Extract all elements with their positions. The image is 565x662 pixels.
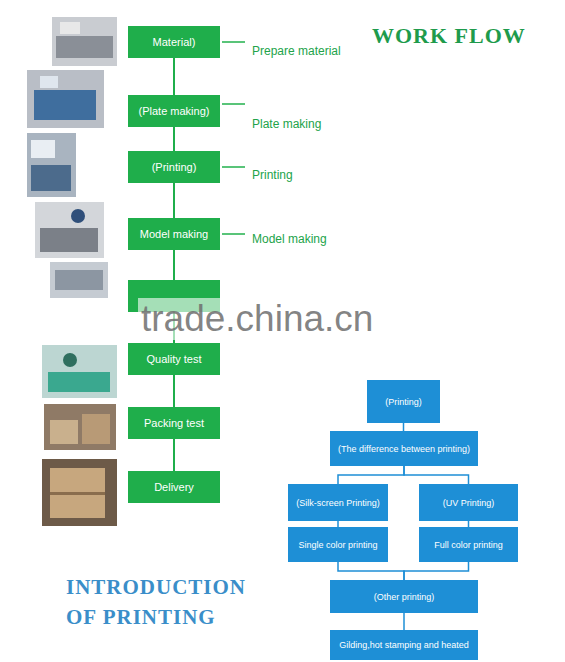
info-box: (UV Printing) xyxy=(419,484,518,521)
photo xyxy=(27,133,76,197)
info-box: Full color printing xyxy=(419,527,518,562)
cargo xyxy=(50,468,105,518)
box-text: (Other printing) xyxy=(374,592,435,602)
box-text: (Plate making) xyxy=(139,105,210,117)
connector xyxy=(173,250,175,280)
photo xyxy=(42,459,117,526)
connector xyxy=(403,613,405,630)
process-box: Material) xyxy=(128,26,220,58)
photo xyxy=(27,70,104,128)
box-text: Delivery xyxy=(154,481,194,493)
connector xyxy=(403,423,405,431)
connector xyxy=(338,466,404,484)
photo xyxy=(27,133,76,197)
info-box: Gilding,hot stamping and heated xyxy=(330,630,478,660)
photo xyxy=(42,345,117,398)
worker xyxy=(63,353,77,367)
leader-line xyxy=(222,41,245,43)
connector xyxy=(173,183,175,218)
photo xyxy=(42,459,117,526)
box-text: Packing test xyxy=(144,417,204,429)
carton xyxy=(50,420,78,444)
photo xyxy=(35,202,104,258)
table xyxy=(48,372,110,392)
connector xyxy=(338,562,404,580)
photo xyxy=(50,262,108,298)
process-box: Packing test xyxy=(128,407,220,439)
screen xyxy=(31,140,55,158)
machine xyxy=(56,36,113,58)
info-box: (Silk-screen Printing) xyxy=(288,484,388,521)
photo xyxy=(44,404,116,450)
machine xyxy=(40,228,98,252)
connector xyxy=(404,562,469,580)
connector xyxy=(173,375,175,407)
photo xyxy=(52,17,117,66)
step-label: Printing xyxy=(252,168,293,182)
machine xyxy=(55,270,103,290)
box-text: (Silk-screen Printing) xyxy=(296,498,380,508)
info-box: (Other printing) xyxy=(330,580,478,613)
box-text: Gilding,hot stamping and heated xyxy=(339,640,469,650)
screen xyxy=(40,76,58,88)
process-box: Delivery xyxy=(128,471,220,503)
box-text: Quality test xyxy=(146,353,201,365)
process-box: (Printing) xyxy=(128,151,220,183)
photo xyxy=(35,202,104,258)
box-text: (The difference between printing) xyxy=(338,444,470,454)
step-label: Prepare material xyxy=(252,44,341,58)
photo xyxy=(44,404,116,450)
box-text: (UV Printing) xyxy=(443,498,495,508)
watermark: trade.china.cn xyxy=(138,298,376,340)
worker xyxy=(71,209,85,223)
photo xyxy=(27,70,104,128)
process-box: Model making xyxy=(128,218,220,250)
box-text: Single color printing xyxy=(298,540,377,550)
connector xyxy=(404,466,469,484)
cargo xyxy=(50,492,105,495)
box-text: (Printing) xyxy=(385,397,422,407)
info-box: (Printing) xyxy=(367,380,440,423)
process-box: Quality test xyxy=(128,343,220,375)
box-text: (Printing) xyxy=(152,161,197,173)
connector xyxy=(173,58,175,95)
section-heading: INTRODUCTION OF PRINTING xyxy=(66,572,271,632)
leader-line xyxy=(222,42,245,234)
info-box: (The difference between printing) xyxy=(330,431,478,466)
step-label: Plate making xyxy=(252,117,321,131)
leader-line xyxy=(222,103,245,105)
connector xyxy=(173,127,175,151)
carton xyxy=(82,414,110,444)
machine xyxy=(31,165,71,191)
box-text: Model making xyxy=(140,228,208,240)
photo xyxy=(52,17,117,66)
connector xyxy=(173,439,175,471)
photo xyxy=(42,345,117,398)
box-text: Full color printing xyxy=(434,540,503,550)
leader-line xyxy=(222,166,245,168)
machine xyxy=(34,90,96,120)
title: WORK FLOW xyxy=(372,23,526,49)
process-box: (Plate making) xyxy=(128,95,220,127)
info-box: Single color printing xyxy=(288,527,388,562)
box-text: Material) xyxy=(153,36,196,48)
leader-line xyxy=(222,233,245,235)
machine xyxy=(60,22,80,34)
photo xyxy=(50,262,108,298)
step-label: Model making xyxy=(252,232,327,246)
